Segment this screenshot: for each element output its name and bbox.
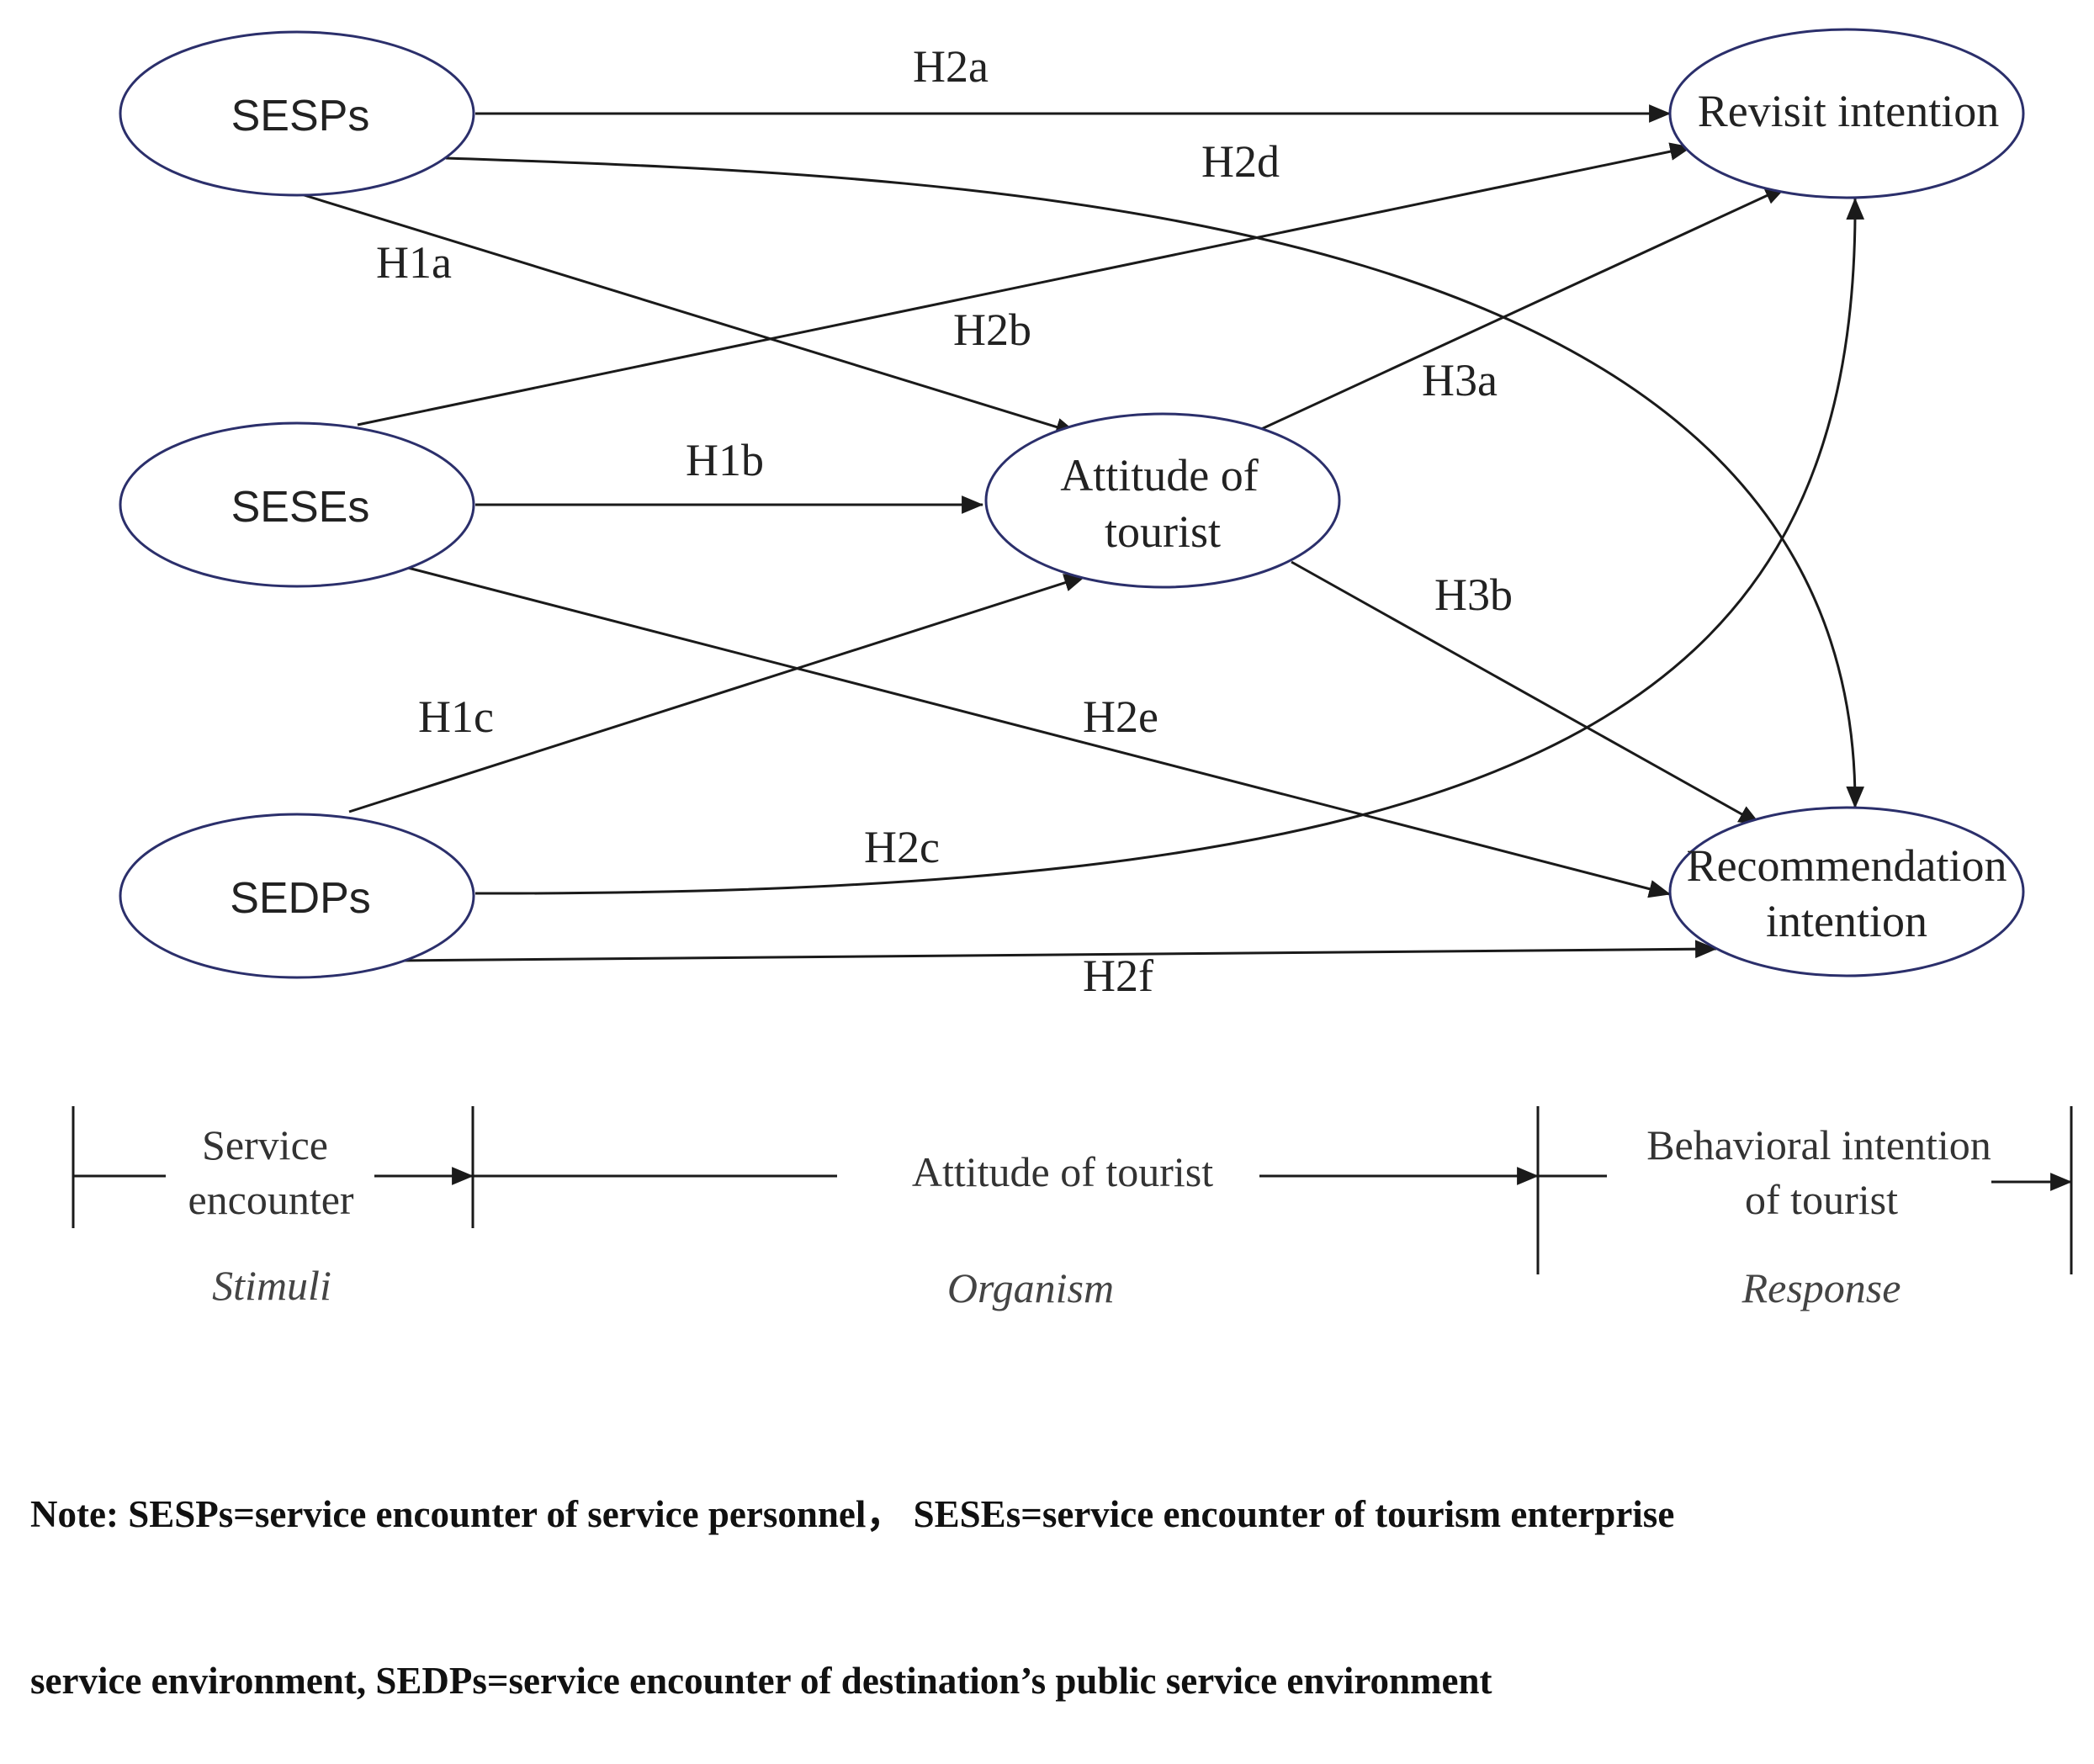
- edge-h1c: [348, 574, 1087, 813]
- node-recommendation-label-line2: intention: [1766, 896, 1927, 946]
- label-h1b: H1b: [686, 435, 764, 485]
- edge-h3b: [1291, 560, 1761, 826]
- node-sedps: SEDPs: [119, 813, 475, 979]
- label-h2a: H2a: [913, 41, 989, 92]
- edge-labels: H2a H2d H1a H2b H3a H1b H3b H1c H2e H2c …: [376, 41, 1513, 1001]
- node-recommendation-label-line1: Recommendation: [1687, 840, 2007, 891]
- note-line-2: service environment, SEDPs=service encou…: [30, 1660, 1492, 1702]
- label-h2e: H2e: [1083, 691, 1158, 742]
- label-h3a: H3a: [1422, 355, 1498, 405]
- edge-h2d: [445, 156, 1864, 809]
- label-h2b: H2b: [953, 305, 1031, 355]
- stage-response-sub: Response: [1741, 1264, 1901, 1311]
- node-seses-label: SESEs: [231, 483, 370, 532]
- node-sedps-label: SEDPs: [230, 874, 371, 923]
- label-h3b: H3b: [1434, 569, 1513, 620]
- edge-h2b: [357, 142, 1693, 426]
- label-h2d: H2d: [1201, 136, 1280, 187]
- stage-stimuli-sub: Stimuli: [212, 1262, 331, 1309]
- edge-h2c: [474, 197, 1865, 895]
- node-attitude-label-line1: Attitude of: [1060, 450, 1258, 501]
- node-sesps: SESPs: [119, 30, 475, 197]
- edges: [298, 104, 1865, 962]
- edge-h2f: [395, 940, 1718, 962]
- edge-h3a: [1257, 185, 1787, 432]
- node-revisit-intention: Revisit intention: [1668, 28, 2025, 199]
- node-sesps-label: SESPs: [231, 92, 370, 140]
- edge-h1a: [298, 192, 1079, 437]
- stage-stimuli-label-line2: encounter: [188, 1176, 353, 1223]
- stage-organism-sub: Organism: [947, 1264, 1114, 1311]
- stage-stimuli-label-line1: Service: [202, 1121, 328, 1168]
- node-attitude-label-line2: tourist: [1105, 506, 1221, 557]
- label-h1a: H1a: [376, 237, 452, 288]
- stage-response-label-line2: of tourist: [1745, 1176, 1898, 1223]
- stage-bar: Service encounter Stimuli Attitude of to…: [72, 1106, 2073, 1311]
- node-recommendation-intention: Recommendation intention: [1668, 806, 2025, 977]
- node-attitude-of-tourist: Attitude of tourist: [984, 412, 1341, 589]
- diagram-note: Note: SESPs=service encounter of service…: [30, 1375, 2083, 1764]
- stage-response-label-line1: Behavioral intention: [1646, 1121, 1991, 1168]
- note-line-1: Note: SESPs=service encounter of service…: [30, 1493, 1675, 1535]
- edge-h2e: [407, 566, 1672, 898]
- node-seses: SESEs: [119, 421, 475, 588]
- label-h1c: H1c: [418, 691, 494, 742]
- stage-organism-label: Attitude of tourist: [912, 1148, 1213, 1195]
- node-revisit-label: Revisit intention: [1698, 86, 2000, 136]
- label-h2c: H2c: [864, 822, 940, 872]
- label-h2f: H2f: [1083, 951, 1153, 1001]
- research-model-diagram: SESPs SESEs SEDPs Attitude of tourist Re…: [72, 28, 2073, 1311]
